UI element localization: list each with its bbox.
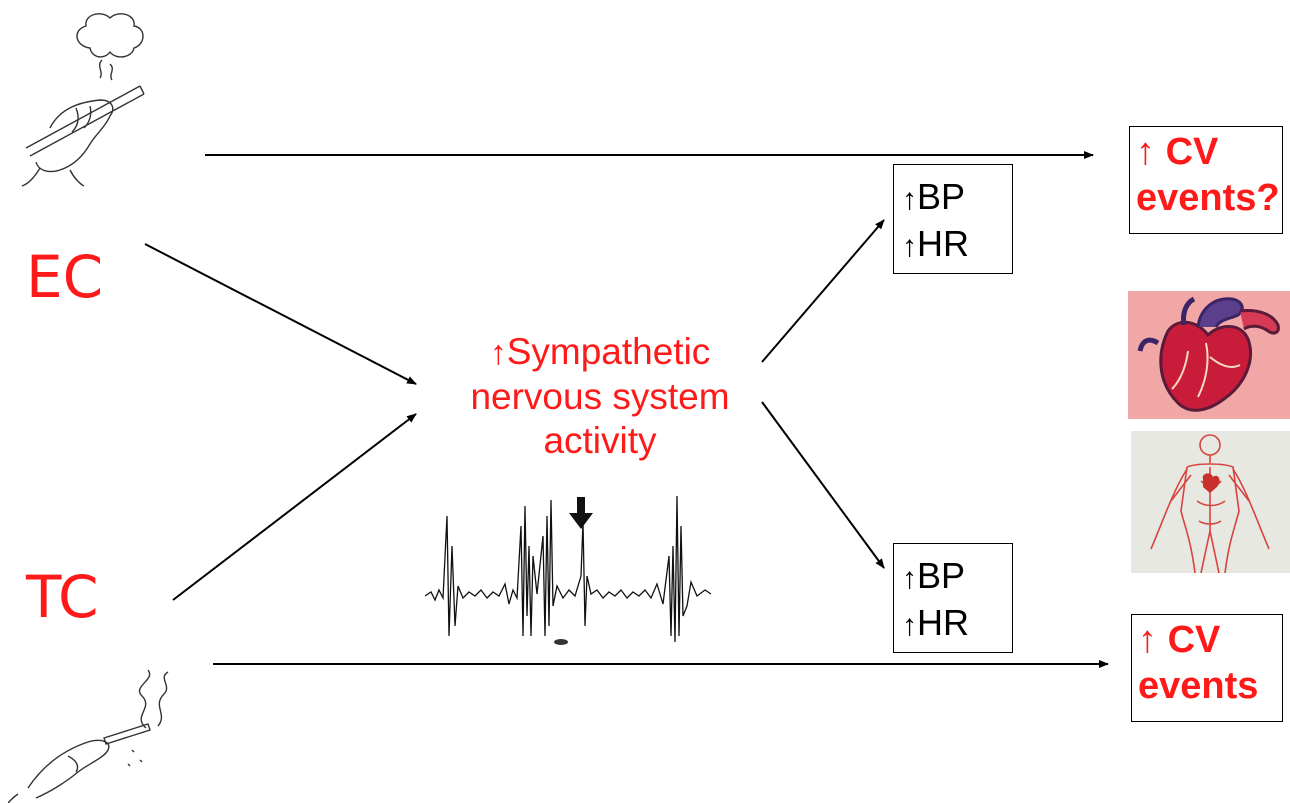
arrow-ec-to-sns [144,243,417,385]
circulatory-system-illustration [1131,431,1290,573]
bp-hr-box-bottom: ↑BP ↑HR [893,543,1013,653]
vape-hand-icon [21,13,145,187]
center-line-1: Sympathetic [506,331,711,372]
up-arrow-icon: ↑ [489,334,507,372]
center-line-3: activity [543,420,657,461]
cigarette-hand-icon [8,669,169,803]
arrow-sns-to-bp-bottom [761,401,885,569]
bp-hr-box-top: ↑BP ↑HR [893,164,1013,274]
up-arrow-icon: ↑ [1138,619,1157,661]
heart-illustration [1128,291,1290,419]
cv-events-box-top: ↑ CV events? [1129,126,1283,234]
up-arrow-icon: ↑ [902,609,917,642]
nerve-signal-trace [425,495,712,645]
cv-label: CV [1165,131,1219,173]
sympathetic-activity-label: ↑Sympathetic nervous system activity [420,330,780,463]
up-arrow-icon: ↑ [902,230,917,263]
bp-label: BP [917,555,966,596]
bp-label: BP [917,176,966,217]
hr-label: HR [917,602,969,643]
hr-label: HR [917,223,969,264]
center-line-2: nervous system [470,376,730,417]
cv-events-box-bottom: ↑ CV events [1131,614,1283,722]
arrow-tc-to-sns [172,413,417,601]
arrow-sns-to-bp-top [761,219,885,363]
up-arrow-icon: ↑ [1136,131,1155,173]
tc-label: TC [26,563,99,631]
ec-label: EC [26,243,104,311]
up-arrow-icon: ↑ [902,562,917,595]
events-label: events? [1136,177,1280,219]
events-label: events [1138,665,1259,707]
down-arrow-icon [569,497,593,529]
cv-label: CV [1167,619,1221,661]
up-arrow-icon: ↑ [902,183,917,216]
